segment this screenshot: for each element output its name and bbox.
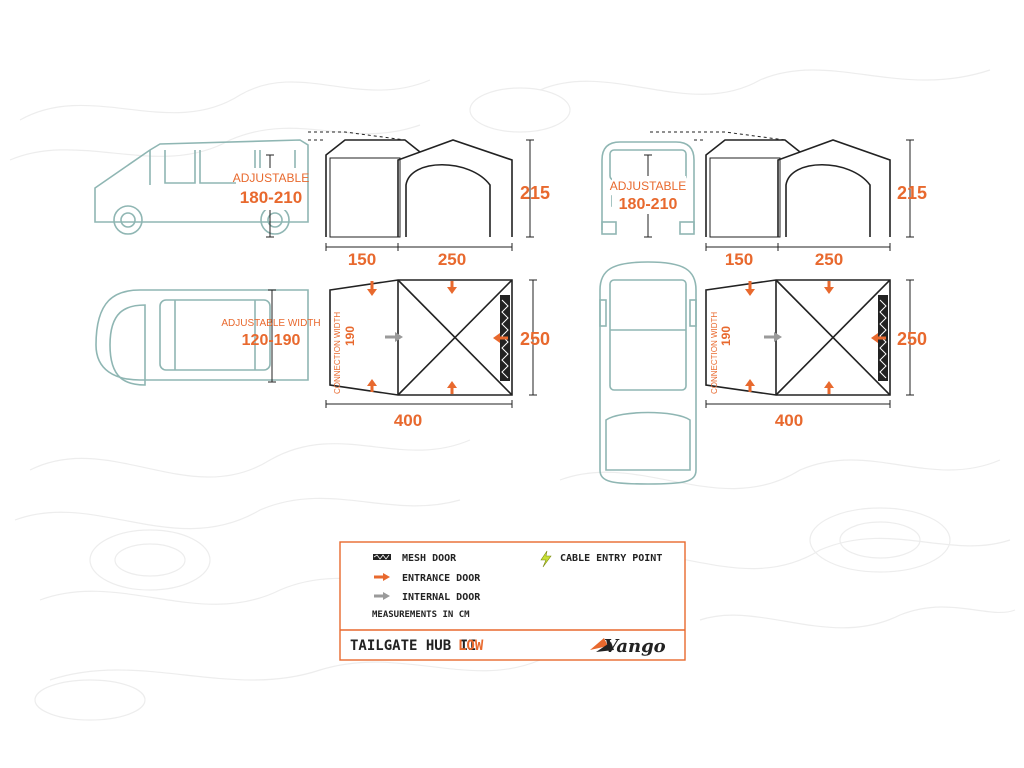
right-connection-width-value: 190 <box>719 326 733 346</box>
left-adjustable-width-label: ADJUSTABLE WIDTH <box>221 318 320 329</box>
left-tent-top-view <box>268 279 537 408</box>
left-connection-width-value: 190 <box>343 326 357 346</box>
left-adjustable-label: ADJUSTABLE <box>233 171 309 185</box>
left-van-side-view <box>94 139 309 235</box>
left-width-dimension: 250 <box>520 329 550 349</box>
entrance-arrow-icon <box>367 281 508 394</box>
internal-arrow-icon <box>385 332 403 342</box>
left-total-length-dimension: 400 <box>394 411 422 430</box>
legend-box <box>339 541 686 661</box>
internal-arrow-icon <box>764 332 782 342</box>
left-main-length-dimension: 250 <box>438 250 466 269</box>
right-height-dimension: 215 <box>897 183 927 203</box>
right-width-dimension: 250 <box>897 329 927 349</box>
right-main-length-dimension: 250 <box>815 250 843 269</box>
right-adjustable-label-backdrop <box>612 176 686 214</box>
left-front-length-dimension: 150 <box>348 250 376 269</box>
left-adjustable-range: 180-210 <box>240 188 302 207</box>
legend-units: MEASUREMENTS IN CM <box>372 610 470 620</box>
entrance-arrow-icon <box>745 281 886 394</box>
mesh-door-icon <box>373 554 391 560</box>
left-adjustable-label-backdrop <box>236 168 306 210</box>
right-total-length-dimension: 400 <box>775 411 803 430</box>
product-name: TAILGATE HUB II <box>350 638 476 654</box>
right-tent-top-view <box>705 279 914 408</box>
legend-cable-entry: CABLE ENTRY POINT <box>560 553 662 564</box>
left-tent-side-view <box>266 131 534 251</box>
left-van-top-view <box>95 289 309 386</box>
legend-mesh-door: MESH DOOR <box>402 553 457 564</box>
left-adjustable-width-range: 120-190 <box>242 332 301 349</box>
brand-name: Vango <box>604 636 666 657</box>
internal-arrow-icon <box>374 592 390 600</box>
product-variant: LOW <box>458 638 484 654</box>
right-adjustable-label: ADJUSTABLE <box>610 179 686 193</box>
right-connection-width-label: CONNECTION WIDTH <box>710 312 719 394</box>
legend-internal-door: INTERNAL DOOR <box>402 592 481 603</box>
legend-entrance-door: ENTRANCE DOOR <box>402 573 481 584</box>
topo-background <box>9 69 1016 721</box>
vango-logo: Vango <box>590 636 666 657</box>
right-adjustable-range: 180-210 <box>619 196 678 213</box>
lightning-bolt-icon <box>540 550 552 568</box>
left-connection-width-label: CONNECTION WIDTH <box>333 312 342 394</box>
right-front-length-dimension: 150 <box>725 250 753 269</box>
left-height-dimension: 215 <box>520 183 550 203</box>
entrance-arrow-icon <box>374 573 390 581</box>
right-van-top-view <box>599 261 697 485</box>
